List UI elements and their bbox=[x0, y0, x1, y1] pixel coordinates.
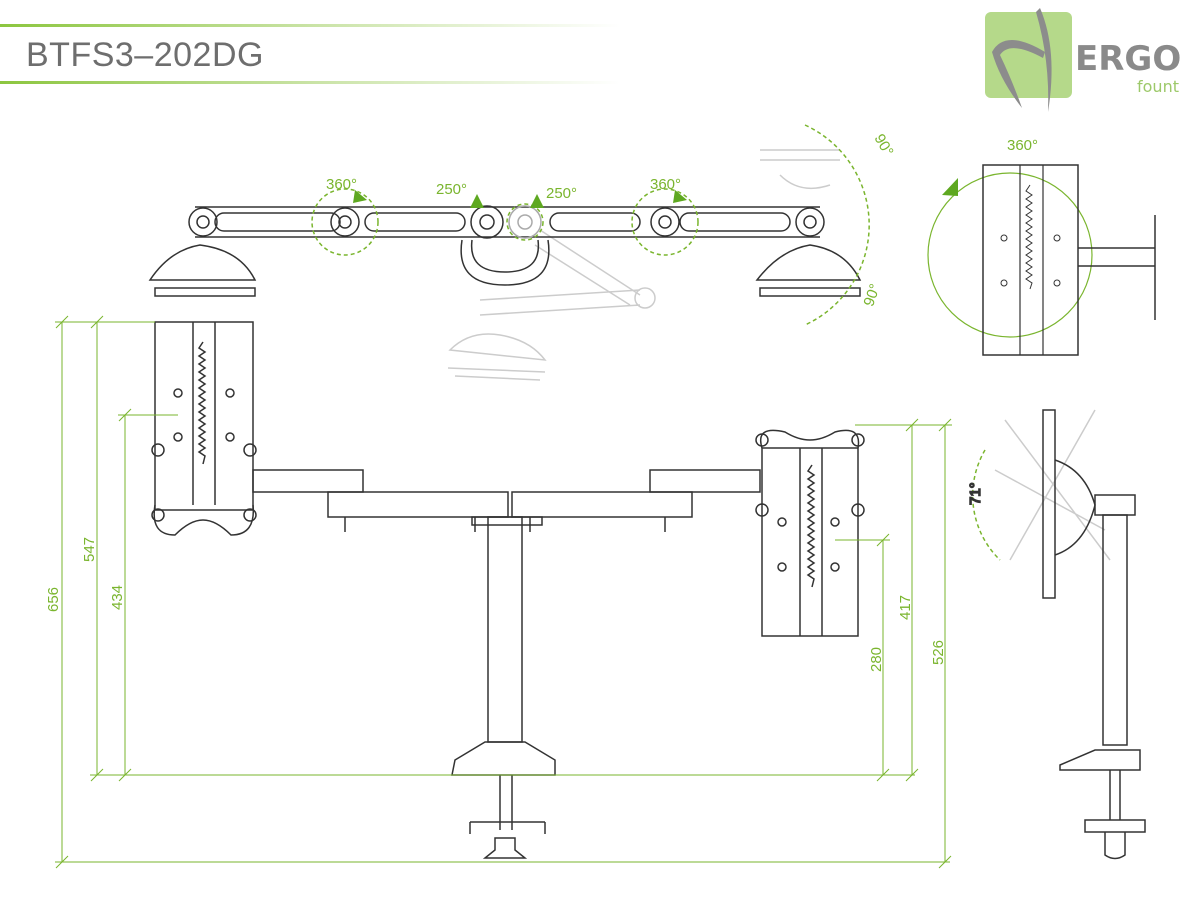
angle-label: 250° bbox=[546, 185, 577, 202]
ghost-arm bbox=[447, 149, 840, 381]
dim-right-lower: 280 bbox=[868, 647, 885, 672]
rotation-arrow-icon bbox=[470, 194, 484, 208]
ergofount-logo: ERGO fount bbox=[985, 8, 1181, 112]
top-view bbox=[148, 124, 870, 381]
angle-label: 90° bbox=[860, 282, 884, 309]
dim-right-overall: 526 bbox=[930, 640, 947, 665]
angle-label: 360° bbox=[650, 176, 681, 193]
logo-sub: fount bbox=[1137, 77, 1179, 96]
dim-overall-height: 656 bbox=[45, 587, 62, 612]
header-rule-bottom bbox=[0, 81, 620, 84]
angle-label: 90° bbox=[871, 131, 897, 159]
dim-left-upper: 547 bbox=[81, 537, 98, 562]
dim-right-upper: 417 bbox=[897, 595, 914, 620]
logo-brand: ERGO bbox=[1075, 39, 1181, 79]
rotation-arrow-icon bbox=[673, 190, 687, 203]
rotation-arrow-icon bbox=[530, 194, 544, 208]
angle-label: 250° bbox=[436, 181, 467, 198]
right-monitor-plate bbox=[761, 447, 859, 637]
dim-left-lower: 434 bbox=[109, 585, 126, 610]
rotation-arrow-icon bbox=[353, 190, 367, 203]
side-view: 71° bbox=[966, 409, 1146, 860]
dimension-labels: 656 547 434 280 417 526 bbox=[45, 537, 947, 672]
dimension-lines bbox=[55, 315, 952, 869]
front-view bbox=[151, 321, 865, 859]
rotation-view: 360° bbox=[927, 137, 1156, 356]
tilt-label: 71° bbox=[967, 482, 984, 505]
page-title: BTFS3–202DG bbox=[26, 36, 264, 74]
header-rule-top bbox=[0, 24, 620, 27]
left-monitor-plate bbox=[154, 321, 254, 511]
rotation-label: 360° bbox=[1007, 137, 1038, 154]
top-view-angle-labels: 360° 250° 250° 360° 90° 90° bbox=[326, 131, 897, 309]
rotation-arrow-icon bbox=[942, 178, 958, 196]
angle-label: 360° bbox=[326, 176, 357, 193]
